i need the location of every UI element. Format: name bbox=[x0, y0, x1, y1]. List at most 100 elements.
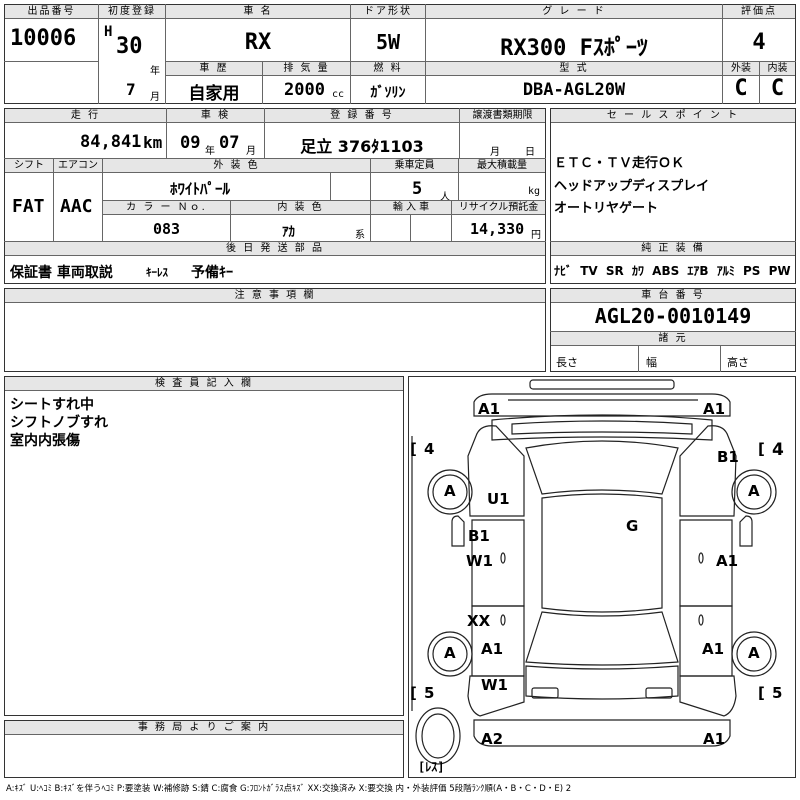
mark-left-front-door-w1: W1 bbox=[466, 552, 493, 570]
disp-label: 排 気 量 bbox=[263, 62, 350, 76]
type-value: DBA-AGL20W bbox=[522, 80, 626, 100]
parts-label: 後 日 発 送 部 品 bbox=[5, 242, 545, 256]
mark-rear-left-tire: 5 bbox=[424, 684, 435, 702]
length-label: 長さ bbox=[556, 356, 578, 369]
plate-value: 足立 376ﾀ1103 bbox=[300, 137, 424, 156]
int-label: 内装 bbox=[760, 62, 795, 76]
sales-block bbox=[550, 108, 796, 284]
inspection-year-unit: 年 bbox=[205, 146, 215, 157]
equip-sr: SR bbox=[605, 264, 624, 278]
mark-front-bumper-right: A1 bbox=[703, 400, 726, 418]
mark-wheel-fl: A bbox=[444, 482, 456, 500]
front-bumper bbox=[473, 393, 731, 417]
lot-label: 出品番号 bbox=[5, 5, 98, 19]
inspector-line-1: シートすれ中 bbox=[10, 397, 94, 413]
equip-label: 純 正 装 備 bbox=[551, 242, 795, 256]
color-label: 外 装 色 bbox=[103, 159, 370, 173]
parts-value-b: ｷｰﾚｽ bbox=[146, 266, 168, 279]
model-name: RX bbox=[244, 30, 272, 55]
mark-front-left-tire-open: [ bbox=[410, 440, 417, 458]
history-value: 自家用 bbox=[188, 84, 240, 104]
transfer-label: 譲渡書類期限 bbox=[460, 109, 545, 123]
load-unit: kg bbox=[528, 186, 541, 197]
mark-wheel-rl: A bbox=[444, 644, 456, 662]
grade-label: グ レ ー ド bbox=[426, 5, 722, 19]
transfer-month: 月 bbox=[490, 147, 500, 158]
chassis-block bbox=[550, 288, 796, 372]
interior-color-label: 内 装 色 bbox=[231, 201, 370, 215]
car-diagram bbox=[411, 379, 777, 765]
rear-right-fender bbox=[679, 675, 737, 717]
inspection-year: 09 bbox=[180, 133, 201, 153]
score-value: 4 bbox=[752, 30, 766, 55]
year-unit: 年 bbox=[150, 66, 160, 77]
rear-left-fender bbox=[467, 675, 525, 717]
office-block bbox=[4, 720, 404, 778]
trunk bbox=[525, 665, 679, 700]
front-left-fender bbox=[467, 425, 525, 517]
recycle-label: リサイクル預託金 bbox=[452, 201, 545, 215]
colorno-label: カ ラ ー Ｎｏ. bbox=[103, 201, 230, 215]
colorno-value: 083 bbox=[152, 220, 181, 238]
ac-label: エアコン bbox=[54, 159, 102, 173]
mileage-unit: km bbox=[143, 133, 163, 152]
first-reg-year: 30 bbox=[116, 34, 143, 59]
mark-rear-bumper-right: A1 bbox=[703, 730, 726, 748]
import-label: 輸 入 車 bbox=[371, 201, 451, 215]
month-unit: 月 bbox=[150, 92, 160, 103]
recycle-unit: 円 bbox=[531, 230, 541, 241]
details-block bbox=[4, 108, 546, 284]
recycle-value: 14,330 bbox=[470, 220, 525, 238]
mark-right-front-door: A1 bbox=[716, 552, 739, 570]
first-reg-label: 初度登録 bbox=[99, 5, 165, 19]
chassis-label: 車 台 番 号 bbox=[551, 289, 795, 303]
equip-airbag: ｴｱB bbox=[687, 264, 709, 278]
ac-value: AAC bbox=[60, 196, 93, 217]
type-label: 型 式 bbox=[426, 62, 722, 76]
disp-value: 2000 bbox=[284, 80, 325, 100]
inspector-block bbox=[4, 376, 404, 716]
equip-pw: PW bbox=[768, 264, 791, 278]
equip-tv: TV bbox=[580, 264, 598, 278]
mileage-label: 走 行 bbox=[5, 109, 166, 123]
mark-wheel-rr: A bbox=[748, 644, 760, 662]
wheel-fr bbox=[731, 469, 777, 515]
chassis-number: AGL20-0010149 bbox=[594, 304, 752, 328]
spare-bracket-open: [ bbox=[418, 760, 426, 774]
mark-left-rear-fender: A1 bbox=[481, 640, 504, 658]
fuel-value: ｶﾞｿﾘﾝ bbox=[370, 85, 406, 101]
seats-label: 乗車定員 bbox=[371, 159, 458, 173]
fuel-label: 燃 料 bbox=[351, 62, 425, 76]
mark-front-right-tire-open: [ bbox=[758, 440, 765, 458]
load-label: 最大積載量 bbox=[459, 159, 545, 173]
hood bbox=[491, 414, 713, 441]
mileage-value: 84,841 bbox=[80, 132, 142, 152]
mark-rear-bumper-left: A2 bbox=[481, 730, 504, 748]
spare-label: [ﾚｽ] bbox=[418, 758, 444, 775]
exterior-grade: C bbox=[734, 76, 748, 101]
spare-text: ﾚｽ bbox=[425, 760, 438, 774]
rear-window bbox=[525, 611, 679, 666]
mark-right-fender: B1 bbox=[717, 448, 739, 466]
mark-wheel-fr: A bbox=[748, 482, 760, 500]
car-diagram-frame bbox=[408, 376, 796, 778]
spare-tire bbox=[415, 707, 461, 765]
roof bbox=[541, 493, 663, 613]
ext-label: 外装 bbox=[723, 62, 759, 76]
width-label: 幅 bbox=[646, 356, 657, 369]
transfer-day: 日 bbox=[525, 147, 535, 158]
parts-value-a: 保証書 車両取説 bbox=[10, 265, 113, 281]
inspector-label: 検 査 員 記 入 欄 bbox=[5, 377, 403, 391]
first-reg-month: 7 bbox=[126, 80, 136, 99]
door-type: 5W bbox=[375, 30, 401, 54]
mark-rear-right-tire: 5 bbox=[772, 684, 783, 702]
spare-bracket-close: ] bbox=[437, 760, 445, 774]
damage-legend: A:ｷｽﾞ U:ﾍｺﾐ B:ｷｽﾞを伴うﾍｺﾐ P:要塗装 W:補修跡 S:錆 … bbox=[6, 784, 572, 794]
score-label: 評価点 bbox=[723, 5, 795, 19]
dims-label: 諸 元 bbox=[551, 332, 795, 346]
mark-roof: G bbox=[626, 517, 639, 535]
seats-unit: 人 bbox=[440, 192, 450, 203]
shift-label: シフト bbox=[5, 159, 53, 173]
first-reg-era: H bbox=[104, 24, 113, 40]
plate-label: 登 録 番 号 bbox=[265, 109, 459, 123]
